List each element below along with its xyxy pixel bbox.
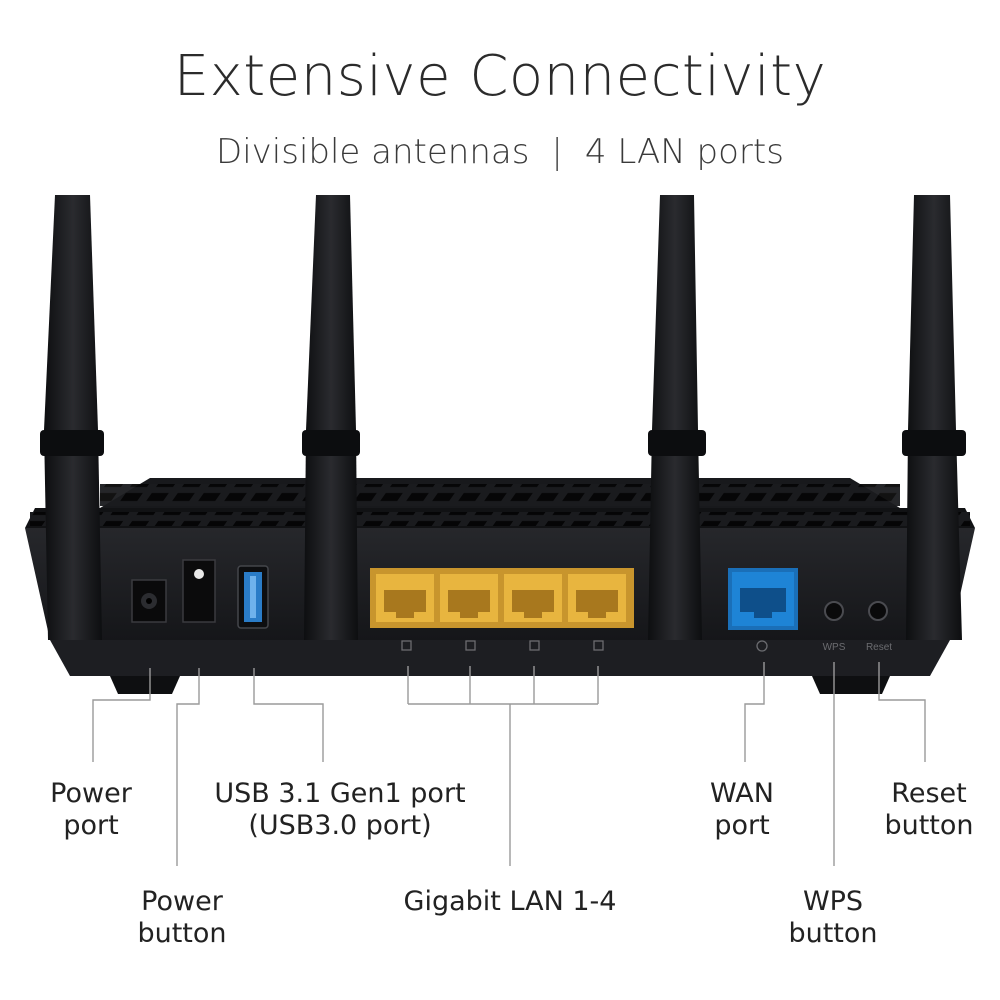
lan-port-1 bbox=[568, 574, 626, 622]
lan-port-3 bbox=[440, 574, 498, 622]
label-power-port: Power port bbox=[40, 778, 142, 842]
reset-marking: Reset bbox=[866, 642, 892, 653]
label-usb-port-line1: USB 3.1 Gen1 port bbox=[214, 778, 466, 809]
label-usb-port-line2: (USB3.0 port) bbox=[248, 810, 432, 841]
lan-port-block bbox=[370, 568, 634, 651]
callout-line-power-port bbox=[92, 668, 151, 762]
label-wan-port-line2: port bbox=[714, 810, 770, 841]
lan-port-4 bbox=[376, 574, 434, 622]
antenna-2 bbox=[302, 195, 360, 640]
callout-line-usb bbox=[253, 668, 324, 762]
label-reset-button-line1: Reset bbox=[891, 778, 967, 809]
subtitle-separator: | bbox=[551, 132, 563, 172]
label-power-port-line2: port bbox=[63, 810, 119, 841]
power-port bbox=[131, 579, 167, 623]
label-wan-port: WAN port bbox=[692, 778, 792, 842]
label-reset-button: Reset button bbox=[870, 778, 988, 842]
antenna-4 bbox=[902, 195, 966, 640]
headline-title: Extensive Connectivity bbox=[173, 44, 827, 109]
label-power-button: Power button bbox=[126, 886, 238, 950]
wps-button bbox=[824, 601, 844, 621]
callout-line-power-button bbox=[176, 668, 200, 866]
label-power-button-line1: Power bbox=[141, 886, 223, 917]
callout-lines bbox=[92, 662, 926, 866]
lan-port-2 bbox=[504, 574, 562, 622]
label-lan-ports: Gigabit LAN 1-4 bbox=[403, 886, 617, 917]
subtitle-lan: 4 LAN ports bbox=[584, 132, 784, 172]
label-wps-button-line2: button bbox=[788, 918, 878, 949]
callout-line-reset bbox=[878, 662, 926, 762]
router-top-housing bbox=[25, 478, 975, 528]
label-usb-port: USB 3.1 Gen1 port (USB3.0 port) bbox=[210, 778, 470, 842]
lan-port-markings bbox=[401, 640, 604, 651]
label-power-button-line2: button bbox=[137, 918, 227, 949]
usb-port bbox=[237, 565, 269, 629]
callout-line-wan bbox=[744, 662, 765, 762]
antenna-3 bbox=[648, 195, 706, 640]
subtitle-antennas: Divisible antennas bbox=[216, 132, 530, 172]
label-wps-button: WPS button bbox=[778, 886, 888, 950]
headline-subtitle: Divisible antennas | 4 LAN ports bbox=[0, 132, 1000, 172]
label-power-port-line1: Power bbox=[50, 778, 132, 809]
wan-port bbox=[728, 568, 798, 652]
label-wps-button-line1: WPS bbox=[802, 886, 864, 917]
wps-marking: WPS bbox=[823, 642, 846, 653]
power-button bbox=[182, 559, 216, 623]
reset-button bbox=[868, 601, 888, 621]
antenna-1 bbox=[40, 195, 104, 640]
label-wan-port-line1: WAN bbox=[710, 778, 774, 809]
label-reset-button-line2: button bbox=[884, 810, 974, 841]
